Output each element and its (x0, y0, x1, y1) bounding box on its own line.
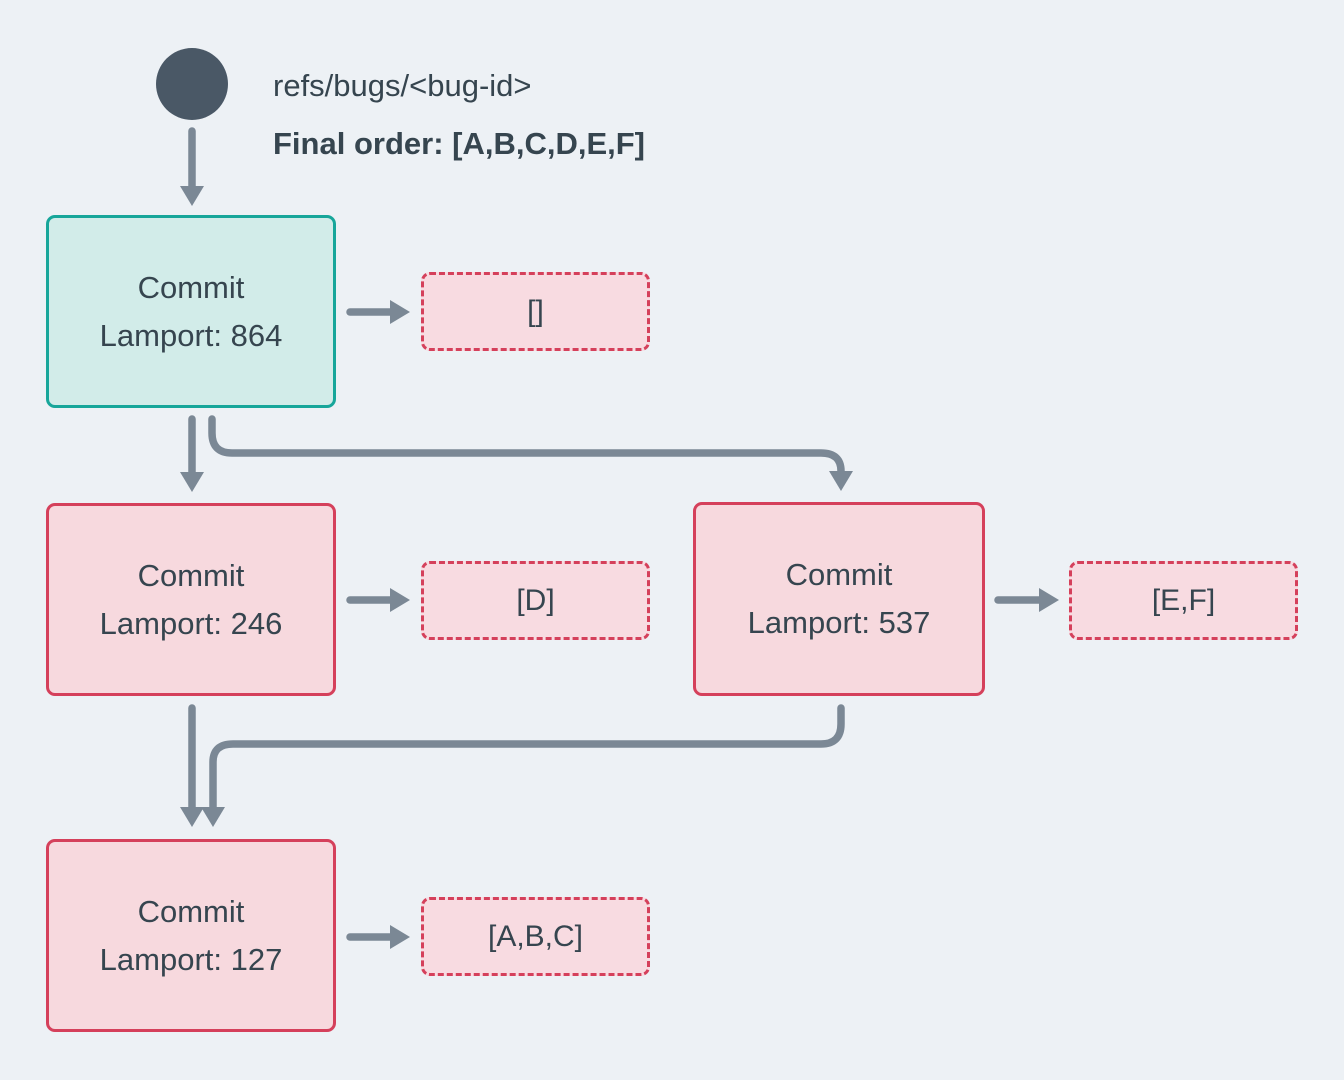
commit-title: Commit (137, 893, 245, 929)
payload-value: [] (527, 294, 544, 328)
payload-box-537: [E,F] (1069, 561, 1298, 640)
commit-node-864: Commit Lamport: 864 (46, 215, 336, 408)
final-order-label: Final order: [A,B,C,D,E,F] (273, 126, 645, 161)
commit-node-537: Commit Lamport: 537 (693, 502, 985, 696)
commit-title: Commit (137, 269, 245, 305)
ref-label: refs/bugs/<bug-id> (273, 68, 532, 103)
commit-title: Commit (137, 557, 245, 593)
payload-box-127: [A,B,C] (421, 897, 650, 976)
arrow-537-to-127 (201, 704, 845, 827)
payload-box-864: [] (421, 272, 650, 351)
payload-box-246: [D] (421, 561, 650, 640)
payload-value: [A,B,C] (487, 919, 584, 953)
commit-lamport: Lamport: 537 (747, 605, 931, 640)
commit-node-127: Commit Lamport: 127 (46, 839, 336, 1032)
commit-lamport: Lamport: 864 (99, 317, 283, 353)
commit-lamport: Lamport: 127 (99, 941, 283, 977)
payload-value: [E,F] (1151, 583, 1216, 617)
commit-title: Commit (785, 557, 893, 592)
payload-value: [D] (516, 583, 555, 617)
arrow-864-to-537 (208, 415, 853, 491)
commit-node-246: Commit Lamport: 246 (46, 503, 336, 696)
commit-lamport: Lamport: 246 (99, 605, 283, 641)
ref-circle (156, 48, 228, 120)
